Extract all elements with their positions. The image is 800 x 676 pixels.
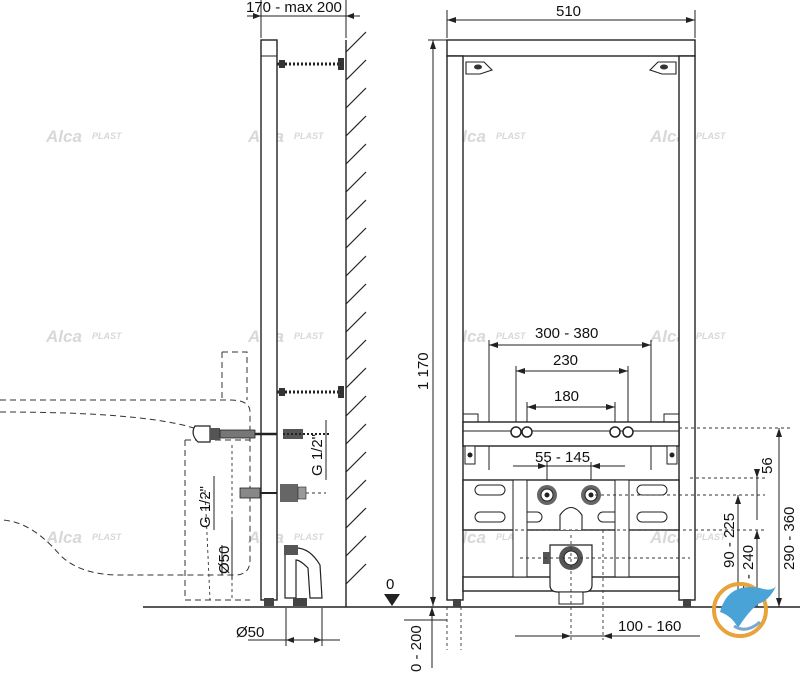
svg-text:Alca: Alca (649, 528, 686, 547)
span-230-label: 230 (553, 352, 578, 369)
svg-text:Alca: Alca (45, 127, 82, 146)
svg-text:PLAST: PLAST (496, 331, 527, 341)
svg-text:PLAST: PLAST (696, 532, 727, 542)
svg-text:PLAST: PLAST (92, 532, 123, 542)
drain-elbow (284, 545, 323, 606)
side-view: 170 - max 200 (0, 0, 367, 646)
diameter-50-vertical-label: Ø50 (216, 546, 233, 574)
water-connector-right (581, 485, 601, 505)
side-frame-profile (260, 39, 278, 601)
wall-anchor-top (277, 58, 344, 70)
svg-text:PLAST: PLAST (696, 131, 727, 141)
frame-left-post (446, 55, 464, 601)
height-56-label: 56 (759, 457, 776, 474)
mounting-rail (462, 413, 680, 465)
side-frame-foot (264, 598, 274, 606)
thread-label-right: G 1/2" (309, 434, 326, 476)
drain-outlet (543, 544, 593, 605)
top-bracket-right (648, 61, 677, 75)
water-connector-left (537, 485, 557, 505)
height-90-225-label: 90 - 225 (721, 513, 738, 568)
height-290-360-label: 290 - 360 (781, 507, 798, 570)
span-300-380-label: 300 - 380 (535, 325, 598, 342)
side-depth-label: 170 - max 200 (246, 0, 342, 16)
svg-text:PLAST: PLAST (92, 131, 123, 141)
frame-width-label: 510 (556, 3, 581, 20)
bidet-valve (192, 425, 330, 443)
frame-top-bar (446, 39, 696, 57)
bidet-outline (0, 351, 251, 601)
svg-text:PLAST: PLAST (294, 131, 325, 141)
wall-anchor-bottom (277, 386, 344, 398)
height-total-label: 1 170 (415, 352, 432, 390)
svg-text:Alca: Alca (649, 327, 686, 346)
svg-text:PLAST: PLAST (294, 532, 325, 542)
wall-hatching (345, 31, 367, 585)
svg-text:Alca: Alca (45, 327, 82, 346)
svg-text:PLAST: PLAST (92, 331, 123, 341)
svg-text:PLAST: PLAST (294, 331, 325, 341)
floor-adjust-label: 0 - 200 (408, 625, 425, 672)
dolphin-logo (712, 582, 776, 638)
svg-text:Alca: Alca (649, 127, 686, 146)
top-bracket-left (465, 61, 494, 75)
svg-text:PLAST: PLAST (496, 532, 527, 542)
svg-text:0: 0 (386, 576, 394, 593)
front-view: 510 1 170 300 - 380 230 (404, 3, 798, 672)
lower-mounting-plate (462, 479, 680, 578)
span-55-145-label: 55 - 145 (535, 449, 590, 466)
span-180-label: 180 (554, 388, 579, 405)
svg-text:PLAST: PLAST (696, 331, 727, 341)
svg-text:PLAST: PLAST (496, 131, 527, 141)
water-inlet (239, 484, 326, 502)
span-100-160-label: 100 - 160 (618, 618, 681, 635)
thread-label-left: G 1/2" (197, 486, 214, 528)
diameter-50-bottom-label: Ø50 (236, 624, 264, 641)
frame-right-post (678, 55, 696, 601)
svg-text:Alca: Alca (45, 528, 82, 547)
zero-level-marker: 0 (384, 576, 400, 606)
